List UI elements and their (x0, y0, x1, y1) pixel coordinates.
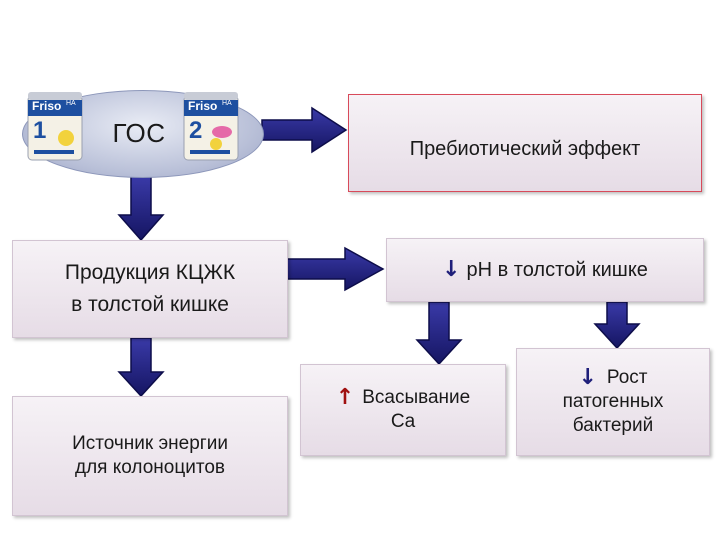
energy-source-box: Источник энергии для колоноцитов (12, 396, 288, 516)
kczk-line-1: Продукция КЦЖК (64, 261, 236, 284)
kczk-line-2: в толстой кишке (71, 293, 229, 316)
pathogen-growth-box: ↓ Рост патогенных бактерий (516, 348, 710, 456)
rost-line-3: бактерий (572, 415, 654, 436)
energy-line-1: Источник энергии (72, 433, 228, 454)
arrow-ph-to-rost (593, 301, 641, 350)
arrow-kczk-to-energy (117, 337, 165, 398)
friso-2-brand: Friso (188, 99, 218, 113)
ca-line-1: Всасывание (362, 387, 471, 408)
arrow-gos-to-kczk (117, 175, 165, 242)
ph-label: pH в толстой кишке (466, 259, 648, 281)
gos-label: ГОС (112, 117, 166, 148)
friso-1-can-image: Friso 1 HA (26, 92, 84, 162)
friso-2-can-image: Friso 2 HA (182, 92, 240, 162)
ca-absorption-box: ↑ Всасывание Ca (300, 364, 506, 456)
down-arrow-icon: ↓ (442, 257, 461, 282)
down-arrow-icon: ↓ (578, 365, 597, 390)
arrow-ph-to-ca (415, 301, 463, 366)
energy-line-2: для колоноцитов (75, 457, 225, 478)
up-arrow-icon: ↑ (335, 385, 355, 410)
rost-line-2: патогенных (562, 391, 664, 412)
friso-1-variant: HA (66, 100, 76, 107)
friso-2-variant: HA (222, 100, 232, 107)
arrow-kczk-to-ph (286, 246, 385, 292)
kczk-production-box: Продукция КЦЖК в толстой кишке (12, 240, 288, 338)
friso-2-number: 2 (189, 117, 203, 144)
arrow-gos-to-prebiotic (261, 106, 348, 154)
ph-box: ↓ pH в толстой кишке (386, 238, 704, 302)
rost-line-1: Рост (606, 367, 648, 388)
friso-1-brand: Friso (32, 99, 62, 113)
prebiotic-effect-box: Пребиотический эффект (348, 94, 702, 192)
friso-1-number: 1 (33, 117, 47, 144)
ca-line-2: Ca (390, 411, 416, 432)
prebiotic-effect-label: Пребиотический эффект (409, 138, 641, 160)
